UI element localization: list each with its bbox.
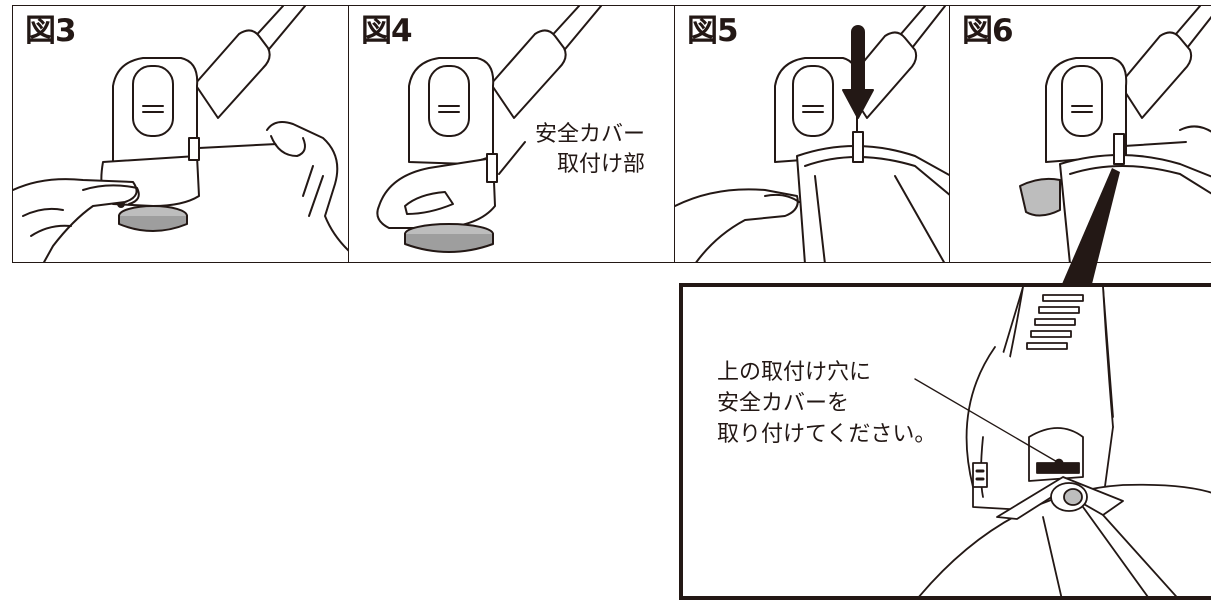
instruction-line-3: 取り付けてください。 bbox=[717, 422, 937, 447]
detail-illustration bbox=[914, 287, 1211, 596]
callout-line-1: 安全カバー bbox=[535, 122, 646, 147]
figure-3-illustration bbox=[13, 6, 348, 262]
figure-5-illustration bbox=[675, 6, 949, 262]
figure-6-panel: 図6 bbox=[949, 5, 1211, 263]
figure-3-panel: 図3 bbox=[12, 5, 349, 263]
detail-zoom-box: 上の取付け穴に 安全カバーを 取り付けてください。 bbox=[679, 283, 1211, 600]
figure-3-label: 図3 bbox=[25, 13, 77, 49]
detail-instruction: 上の取付け穴に 安全カバーを 取り付けてください。 bbox=[717, 357, 936, 450]
callout-line-2: 取付け部 bbox=[557, 152, 646, 177]
instruction-line-2: 安全カバーを bbox=[717, 391, 850, 416]
instruction-line-1: 上の取付け穴に bbox=[717, 360, 872, 385]
figure-5-panel: 図5 bbox=[674, 5, 950, 263]
figure-4-callout: 安全カバー 取付け部 bbox=[535, 120, 645, 180]
figure-5-label: 図5 bbox=[687, 13, 739, 49]
figure-4-panel: 図4 安全カバー 取付け部 bbox=[348, 5, 675, 263]
figure-6-label: 図6 bbox=[962, 13, 1014, 49]
figure-4-illustration bbox=[376, 6, 602, 253]
figure-4-label: 図4 bbox=[361, 13, 413, 49]
